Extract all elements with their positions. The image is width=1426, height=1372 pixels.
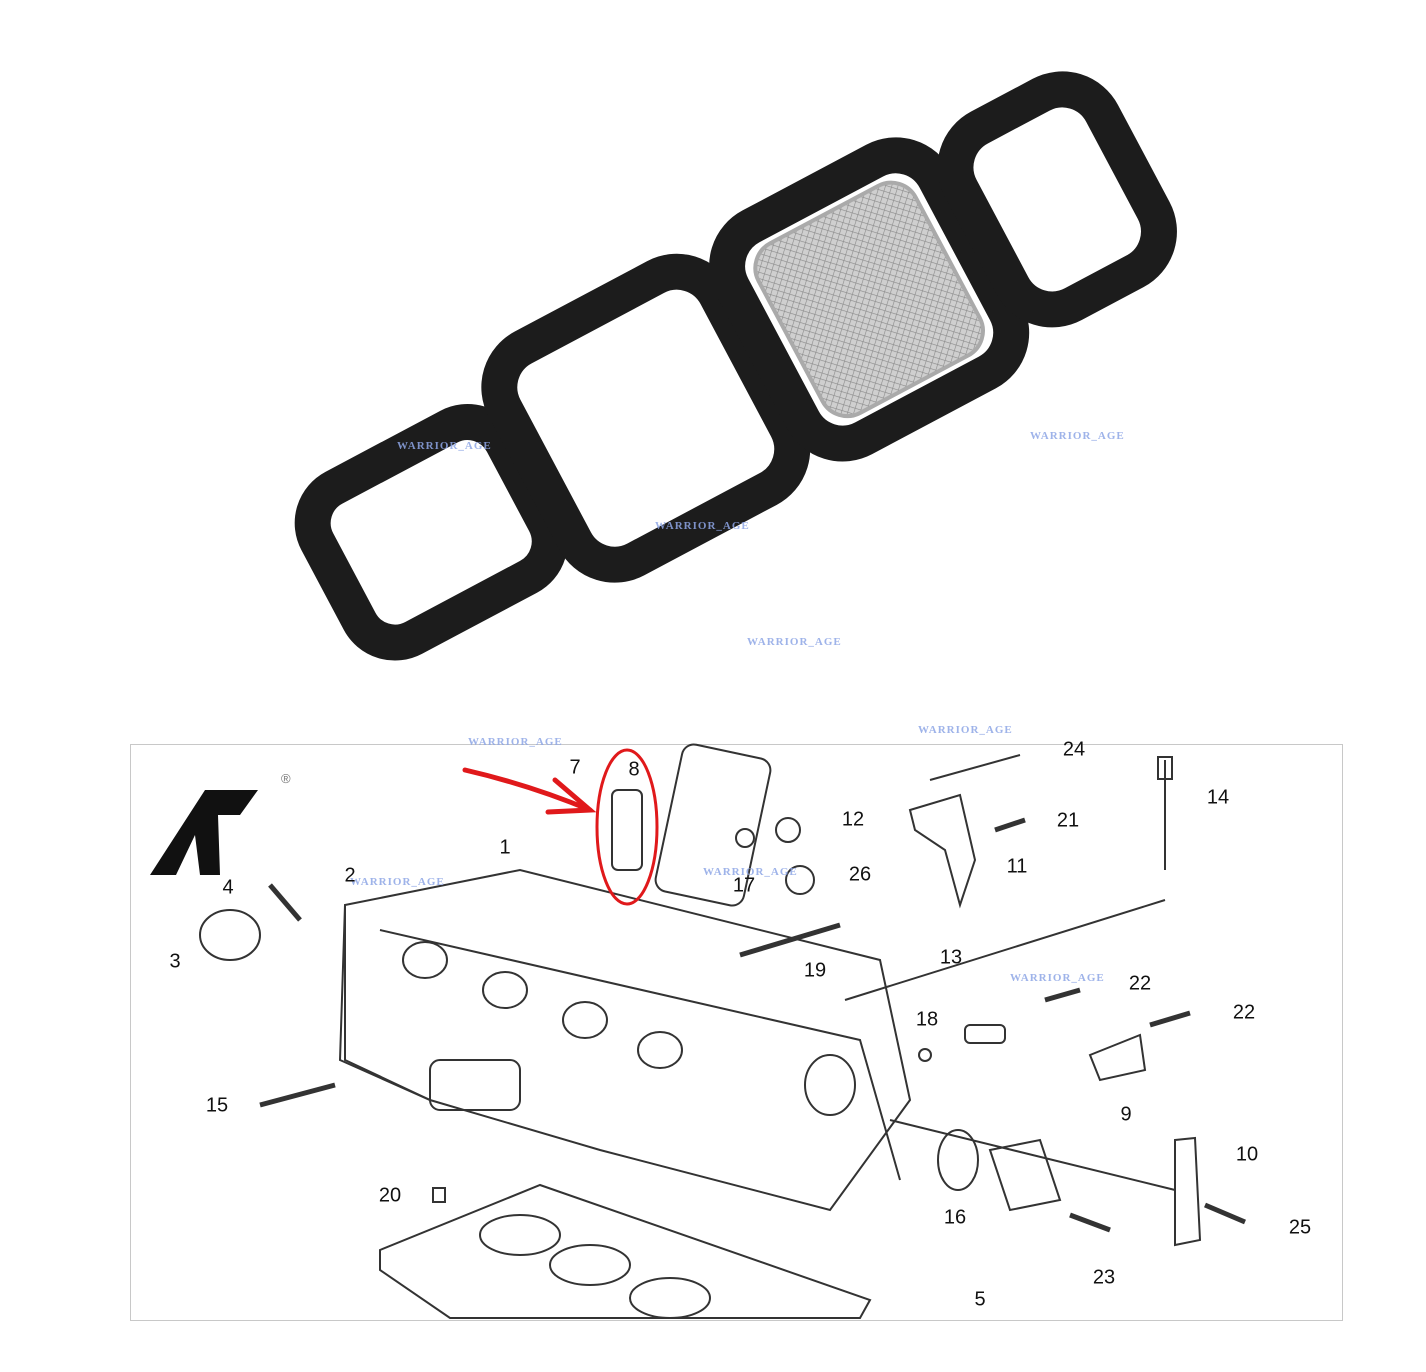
bracket-11 <box>908 793 977 909</box>
vtc-solenoid <box>654 743 772 907</box>
watermark: WARRIOR_AGE <box>350 876 445 888</box>
callout-16: 16 <box>943 1206 967 1229</box>
callout-23: 23 <box>1092 1266 1116 1289</box>
sensor-13 <box>964 1024 1006 1044</box>
callout-3: 3 <box>169 950 181 973</box>
watermark: WARRIOR_AGE <box>468 736 563 748</box>
solenoid-gasket <box>294 71 1177 661</box>
watermark: WARRIOR_AGE <box>1030 430 1125 442</box>
callout-11: 11 <box>1006 855 1028 878</box>
red-arrow-icon <box>462 767 597 815</box>
cover-9 <box>1088 1033 1147 1082</box>
callout-4: 4 <box>222 876 234 899</box>
o-ring-16 <box>937 1129 979 1191</box>
callout-1: 1 <box>499 836 511 859</box>
callout-22: 22 <box>1128 972 1152 995</box>
head-gasket <box>379 1183 872 1319</box>
callout-19: 19 <box>803 959 827 982</box>
callout-15: 15 <box>205 1094 229 1117</box>
bracket-10 <box>1174 1136 1202 1247</box>
gasket-8 <box>611 789 643 871</box>
callout-20: 20 <box>378 1184 402 1207</box>
registered-mark: ® <box>281 771 291 786</box>
watermark: WARRIOR_AGE <box>747 636 842 648</box>
watermark: WARRIOR_AGE <box>1010 972 1105 984</box>
callout-7: 7 <box>569 756 581 779</box>
plug-3 <box>199 909 262 961</box>
callout-25: 25 <box>1288 1216 1312 1239</box>
callout-2: 2 <box>344 864 356 887</box>
callout-24: 24 <box>1062 738 1086 761</box>
callout-10: 10 <box>1235 1143 1259 1166</box>
callout-17: 17 <box>732 874 756 897</box>
watermark: WARRIOR_AGE <box>655 520 750 532</box>
art-logo <box>150 790 258 875</box>
callout-12: 12 <box>841 808 865 831</box>
callout-18: 18 <box>915 1008 939 1031</box>
parts-diagram-frame <box>130 744 1343 1321</box>
filter-screen <box>753 180 985 419</box>
gasket-photo <box>294 71 1177 661</box>
watermark: WARRIOR_AGE <box>703 866 798 878</box>
callout-9: 9 <box>1120 1103 1132 1126</box>
callout-21: 21 <box>1056 809 1080 832</box>
callout-14: 14 <box>1206 786 1230 809</box>
callout-13: 13 <box>939 946 963 969</box>
highlight-circle <box>595 748 659 906</box>
callout-8: 8 <box>628 758 640 781</box>
callout-26: 26 <box>848 863 872 886</box>
watermark: WARRIOR_AGE <box>918 724 1013 736</box>
callout-22: 22 <box>1232 1001 1256 1024</box>
watermark: WARRIOR_AGE <box>397 440 492 452</box>
housing-5 <box>988 1138 1062 1212</box>
cylinder-head <box>199 743 1246 1319</box>
callout-5: 5 <box>974 1288 986 1311</box>
